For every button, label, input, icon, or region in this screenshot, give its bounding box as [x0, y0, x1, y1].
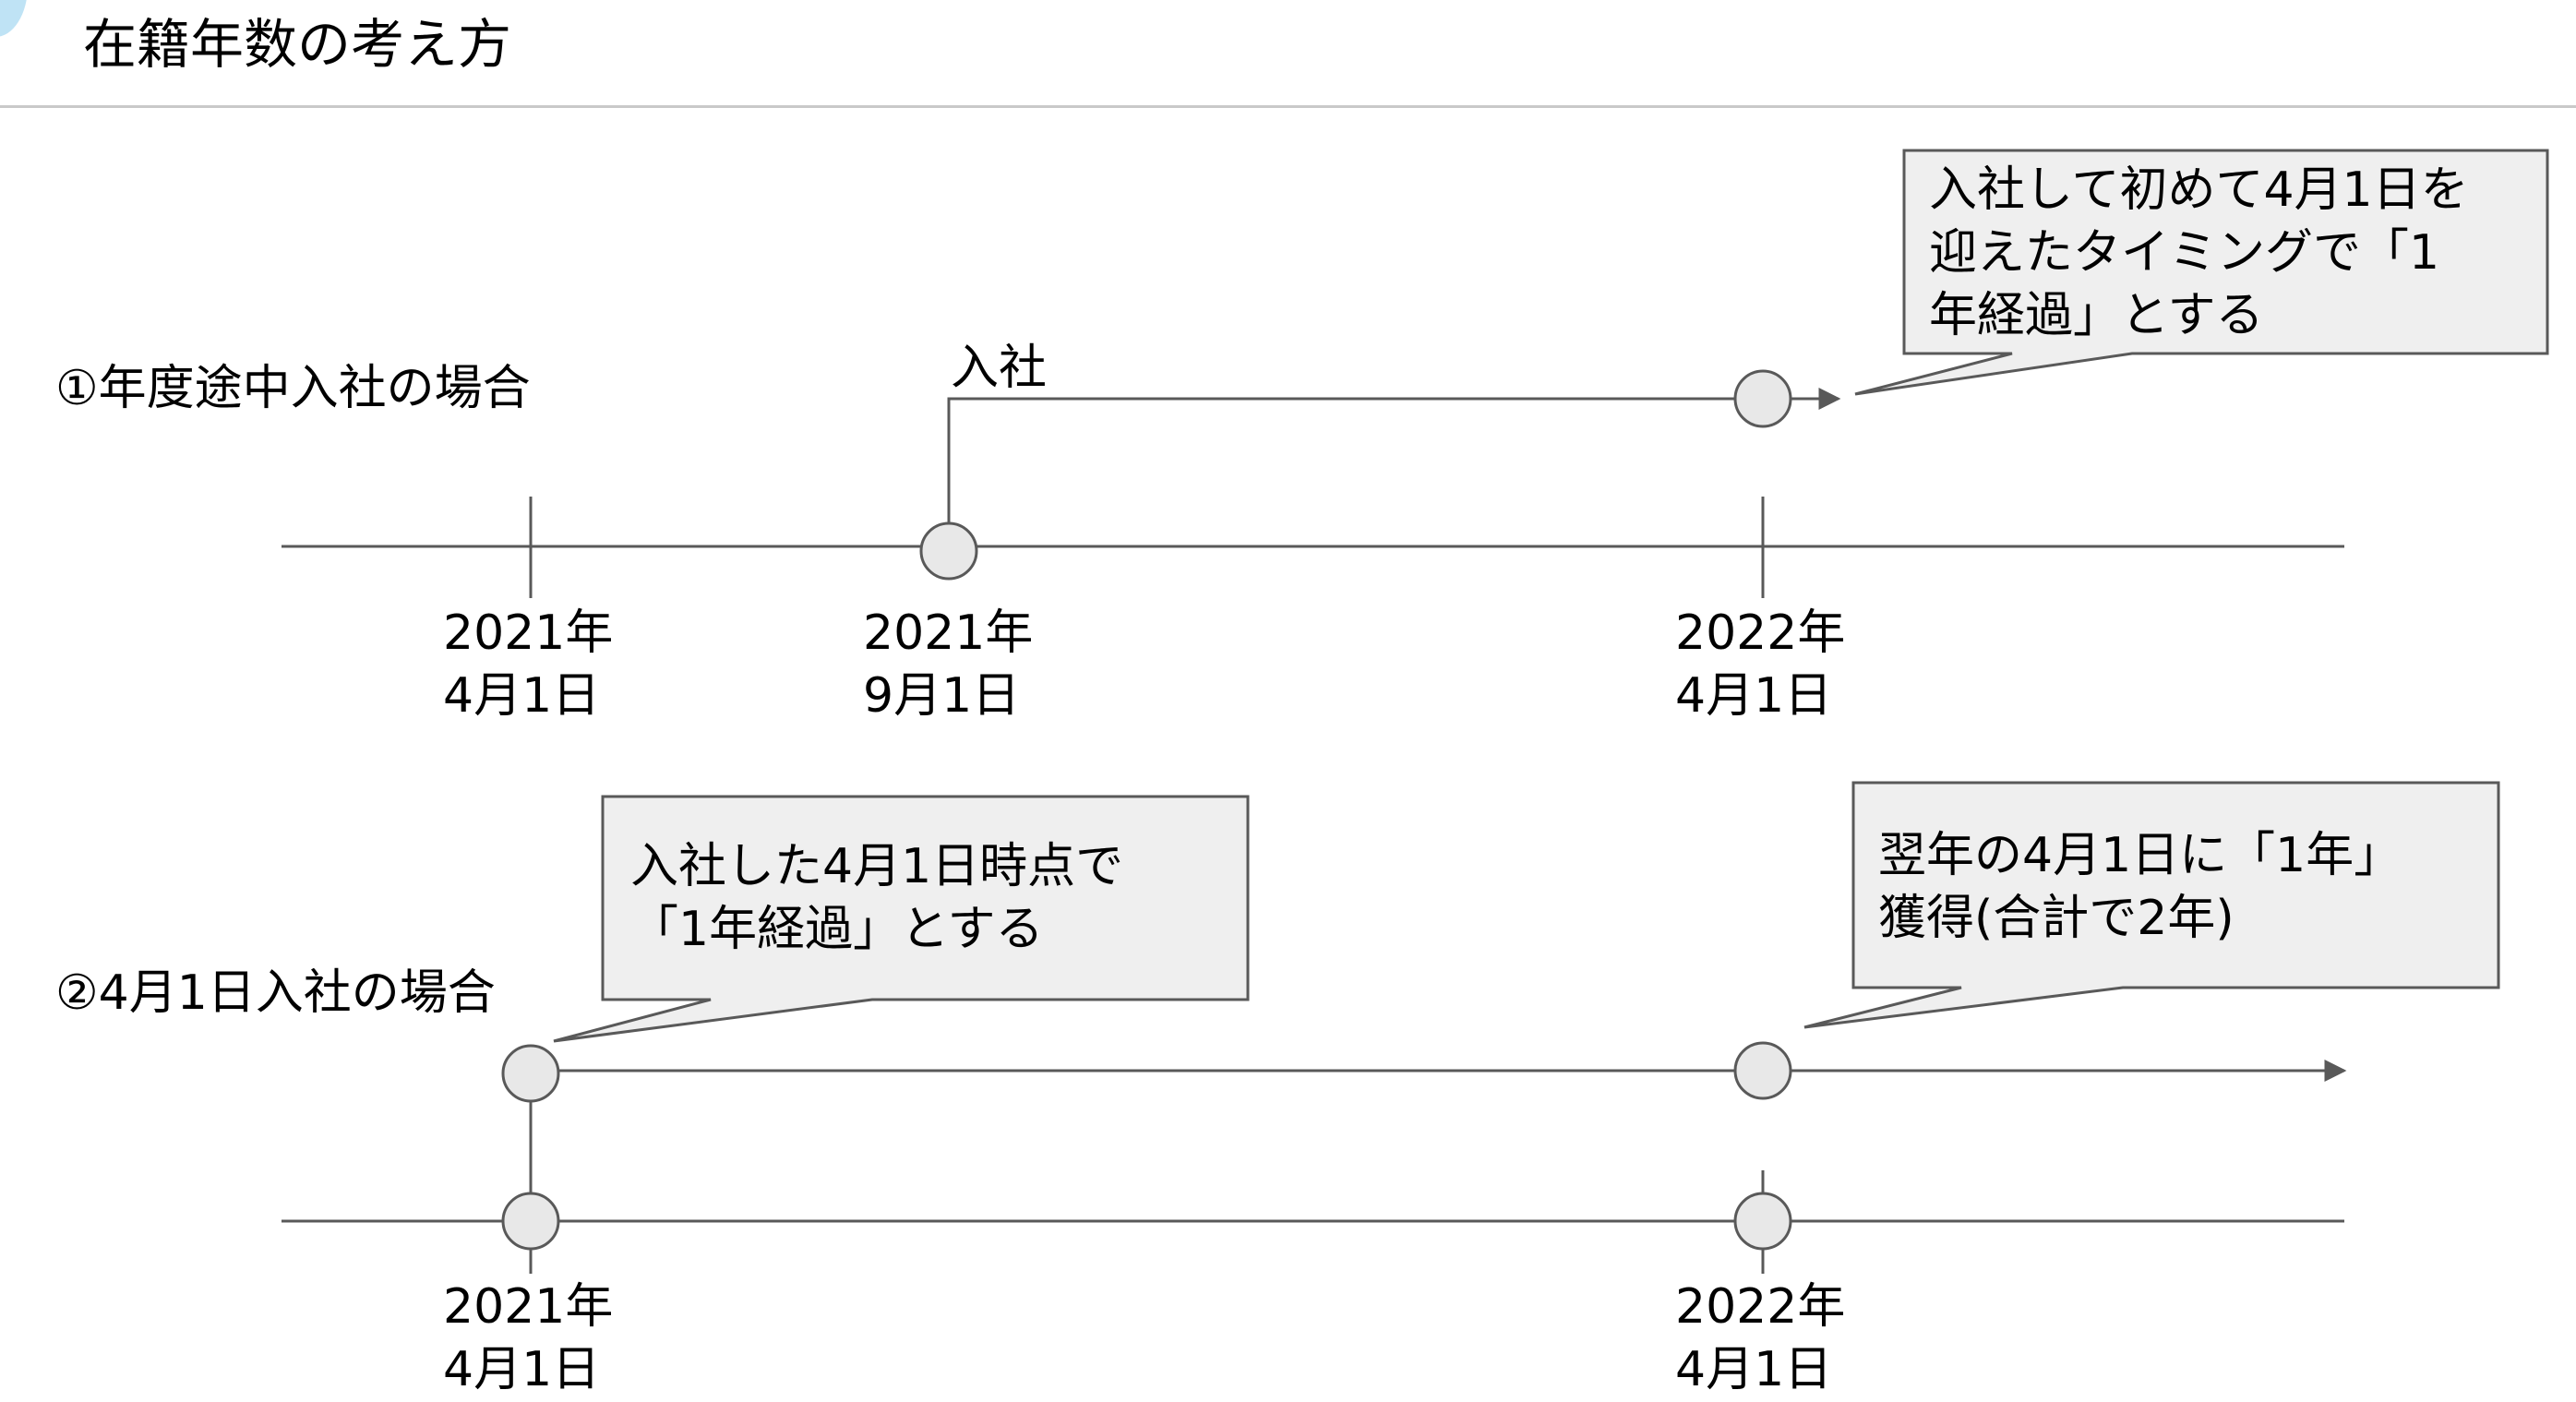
callout-line: 「1年経過」とする [630, 902, 1044, 957]
date-day: 4月1日 [1675, 668, 1833, 724]
date-day: 4月1日 [443, 1342, 601, 1397]
case1-tenure-line [947, 397, 1737, 546]
title-divider [0, 105, 2576, 108]
case2-right-callout-text: 翌年の4月1日に「1年」 獲得(合計で2年) [1878, 824, 2402, 950]
callout-line: 入社して初めて4月1日を [1929, 162, 2469, 218]
page-title: 在籍年数の考え方 [83, 13, 512, 76]
case1-label: ①年度途中入社の場合 [55, 361, 531, 416]
case1-callout-text: 入社して初めて4月1日を 迎えたタイミングで「1 年経過」とする [1929, 159, 2469, 347]
case1-date-2021-09: 2021年 9月1日 [863, 602, 1033, 727]
case1-join-marker [919, 521, 978, 581]
case1-join-label: 入社 [951, 341, 1048, 396]
case1-date-2021-04: 2021年 4月1日 [443, 602, 613, 727]
date-day: 9月1日 [863, 668, 1021, 724]
case2-timeline [282, 781, 2500, 1274]
case2-left-callout-box [553, 795, 1250, 1043]
date-day: 4月1日 [1675, 1342, 1833, 1397]
case1-date-2022-04: 2022年 4月1日 [1675, 602, 1845, 727]
callout-line: 翌年の4月1日に「1年」 [1878, 828, 2402, 883]
case2-year-marker-lower [1733, 1192, 1792, 1251]
date-year: 2021年 [443, 1279, 614, 1335]
callout-line: 入社した4月1日時点で [630, 839, 1124, 894]
case2-date-2022-04: 2022年 4月1日 [1675, 1276, 1845, 1401]
case1-year-marker [1733, 369, 1792, 428]
case2-left-callout-text: 入社した4月1日時点で 「1年経過」とする [630, 835, 1123, 961]
case2-right-callout-box [1803, 781, 2500, 1029]
date-year: 2022年 [1675, 1279, 1846, 1335]
callout-line: 迎えたタイミングで「1 [1929, 225, 2440, 281]
date-day: 4月1日 [443, 668, 601, 724]
case2-join-marker-lower [501, 1192, 560, 1251]
date-year: 2021年 [443, 605, 614, 661]
case2-join-marker-upper [501, 1044, 560, 1103]
date-year: 2022年 [1675, 605, 1846, 661]
callout-line: 年経過」とする [1929, 288, 2264, 343]
case2-label: ②4月1日入社の場合 [55, 965, 496, 1021]
date-year: 2021年 [863, 605, 1034, 661]
case1-callout-box [1854, 149, 2549, 396]
case2-date-2021-04: 2021年 4月1日 [443, 1276, 613, 1401]
case2-year-marker-upper [1733, 1041, 1792, 1100]
callout-line: 獲得(合計で2年) [1878, 891, 2235, 946]
case1-timeline [282, 149, 2549, 598]
